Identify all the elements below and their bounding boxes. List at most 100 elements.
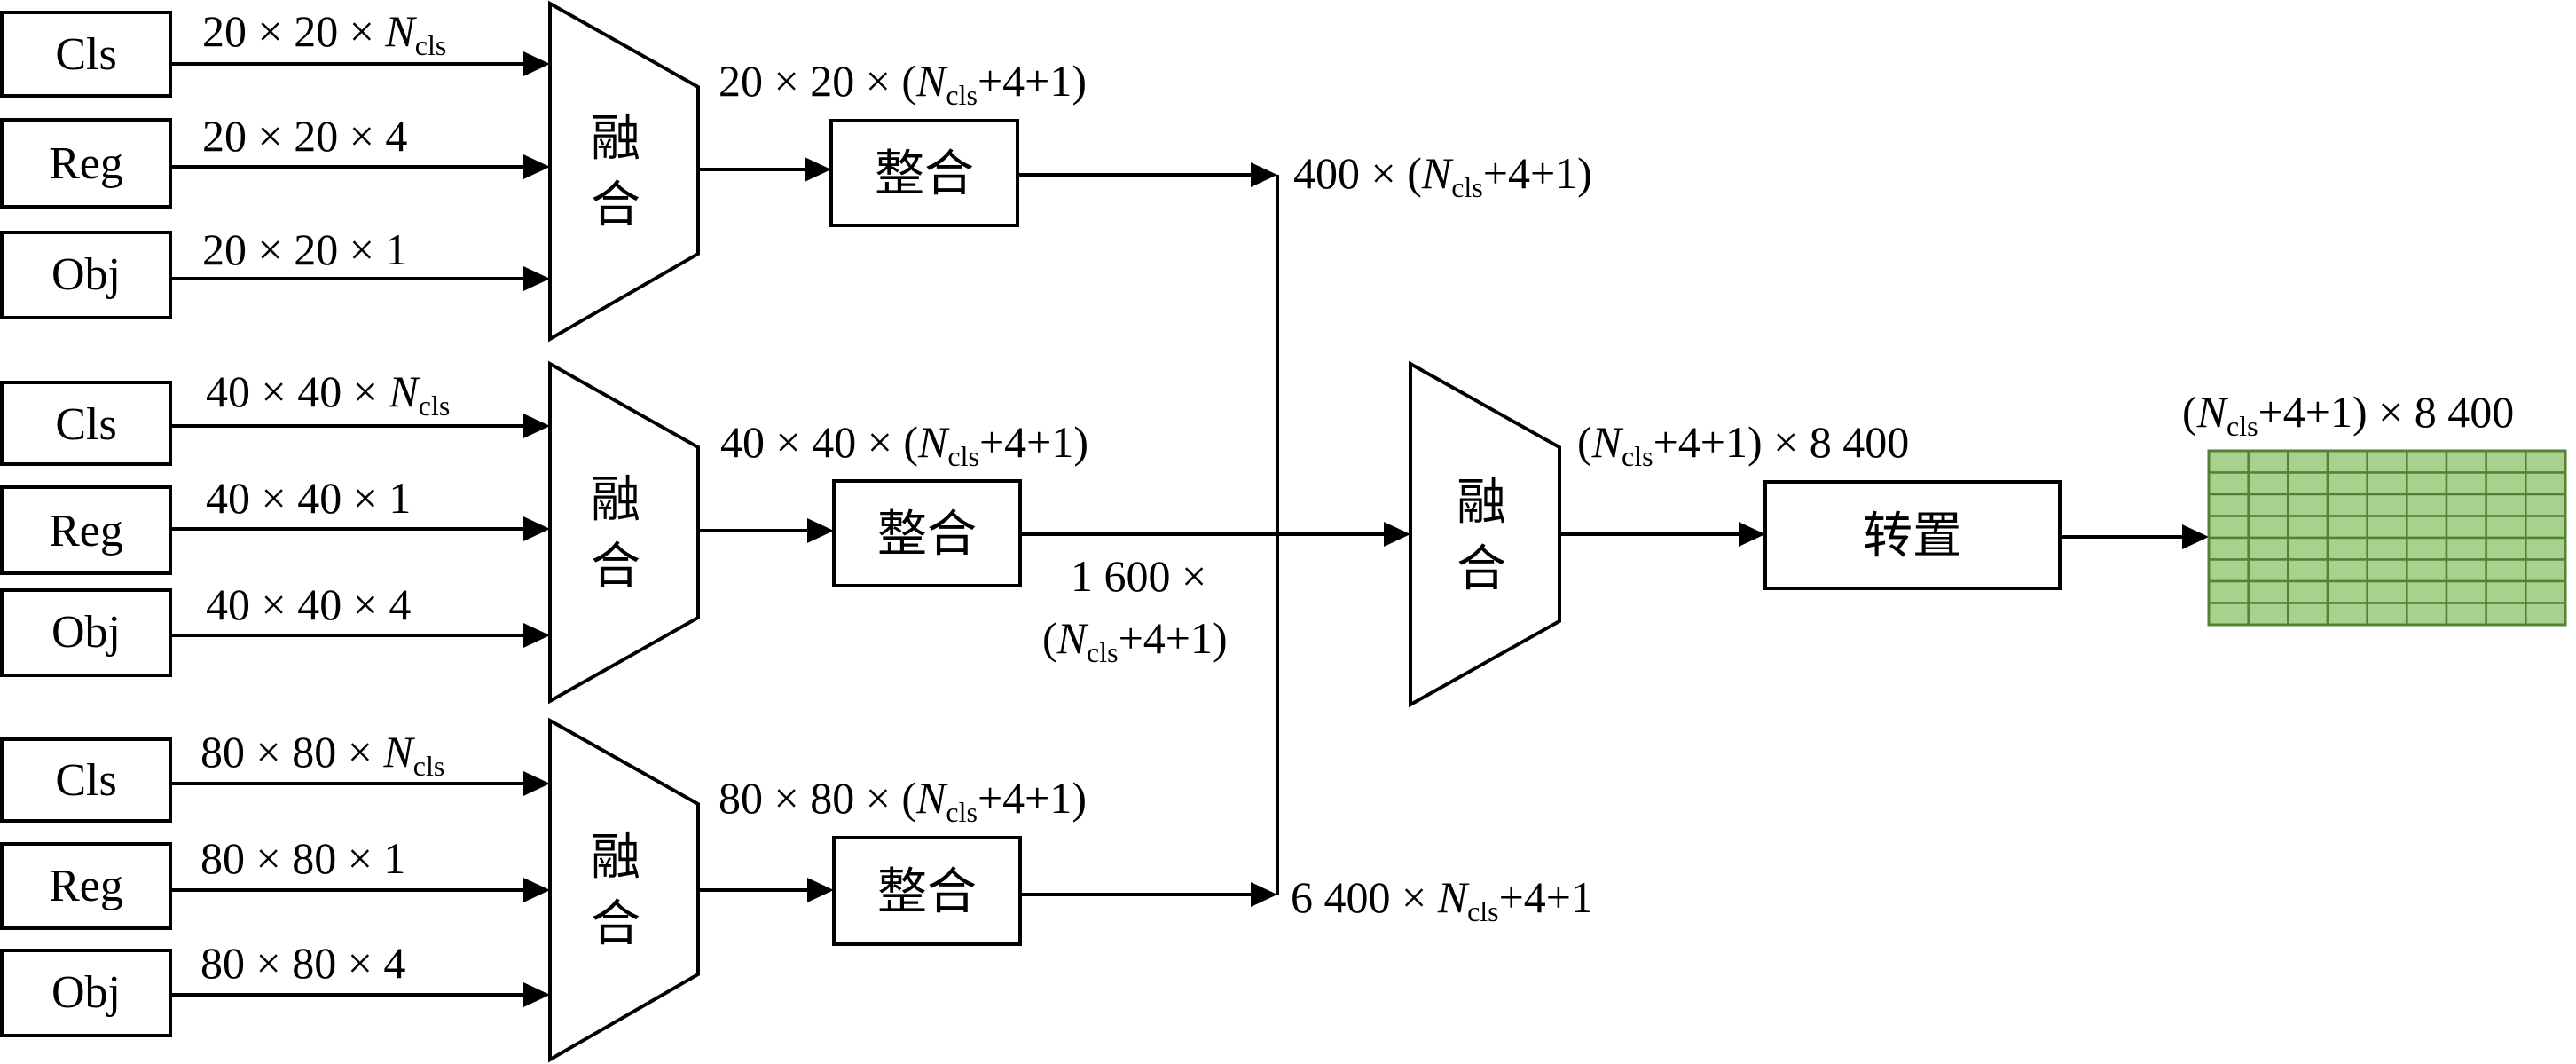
arrowhead [805, 157, 831, 182]
grid-cell [2445, 449, 2487, 474]
reg-label: Reg [49, 861, 123, 911]
grid-cell [2207, 449, 2250, 474]
arrowhead [523, 266, 550, 291]
grid-cell [2525, 493, 2567, 517]
cls-dims: 20 × 20 × Ncls [202, 6, 446, 61]
obj-label: Obj [51, 607, 121, 658]
grid-cell [2366, 558, 2408, 583]
grid-cell [2287, 579, 2329, 604]
grid-cell [2247, 493, 2289, 517]
reg-box [0, 118, 172, 209]
grid-cell [2247, 515, 2289, 540]
merge-out-dims: 6 400 × Ncls+4+1 [1291, 872, 1593, 927]
grid-cell [2485, 558, 2527, 583]
group-80x80: Cls Reg Obj 80 × 80 × Ncls 80 × 80 × 1 8… [0, 717, 1593, 1063]
fuse-char-2: 合 [591, 538, 640, 595]
final-stage: 融 合 (Ncls+4+1) × 8 400 转置 (Ncls+4+1) × 8… [1020, 175, 2567, 895]
grid-cell [2366, 515, 2408, 540]
group-40x40: Cls Reg Obj 40 × 40 × Ncls 40 × 40 × 1 4… [0, 360, 1228, 705]
grid-cell [2326, 579, 2368, 604]
cls-box [0, 737, 172, 823]
grid-cell [2406, 579, 2448, 604]
fuse-out-dims: 20 × 20 × (Ncls+4+1) [719, 56, 1087, 111]
grid-cell [2485, 602, 2527, 627]
fuse-char-2: 合 [591, 177, 640, 234]
cls-label: Cls [55, 755, 116, 806]
merge-box [829, 119, 1019, 227]
arrowhead [523, 623, 550, 648]
grid-cell [2525, 449, 2567, 474]
reg-box [0, 485, 172, 575]
grid-cell [2247, 558, 2289, 583]
grid-cell [2445, 515, 2487, 540]
grid-cell [2445, 471, 2487, 496]
grid-cell [2366, 493, 2408, 517]
fuse-char-1: 融 [1457, 474, 1506, 532]
arrowhead [807, 878, 834, 902]
grid-cell [2406, 602, 2448, 627]
grid-cell [2207, 536, 2250, 561]
grid-cell [2287, 493, 2329, 517]
merge-label: 整合 [877, 863, 977, 921]
grid-cell [2287, 449, 2329, 474]
grid-cell [2366, 579, 2408, 604]
grid-cell [2445, 579, 2487, 604]
fuse-char-1: 融 [591, 471, 640, 529]
arrowhead [1251, 162, 1277, 187]
cls-dims: 80 × 80 × Ncls [200, 727, 444, 782]
merge-box [832, 836, 1022, 946]
reg-dims: 40 × 40 × 1 [206, 473, 411, 523]
grid-cell [2525, 515, 2567, 540]
grid-cell [2525, 558, 2567, 583]
fuse-block [548, 717, 700, 1063]
reg-label: Reg [49, 506, 123, 556]
grid-cell [2207, 602, 2250, 627]
grid-cell [2485, 493, 2527, 517]
obj-label: Obj [51, 249, 121, 300]
cls-box [0, 11, 172, 98]
arrowhead [523, 516, 550, 541]
grid-cell [2485, 449, 2527, 474]
grid-cell [2485, 536, 2527, 561]
arrowhead [807, 518, 834, 543]
fuse-block [548, 360, 700, 705]
arrowhead [523, 982, 550, 1007]
obj-dims: 40 × 40 × 4 [206, 579, 411, 629]
grid-cell [2287, 602, 2329, 627]
grid-cell [2326, 558, 2368, 583]
obj-box [0, 588, 172, 677]
obj-dims: 20 × 20 × 1 [202, 225, 407, 274]
grid-cell [2485, 515, 2527, 540]
grid-cell [2525, 536, 2567, 561]
obj-dims: 80 × 80 × 4 [200, 938, 405, 988]
grid-cell [2366, 602, 2408, 627]
grid-cell [2525, 579, 2567, 604]
grid-cell [2207, 558, 2250, 583]
grid-cell [2485, 579, 2527, 604]
grid-cell [2445, 558, 2487, 583]
arrowhead [523, 771, 550, 796]
output-tensor-grid [2207, 449, 2567, 627]
cls-label: Cls [55, 399, 116, 450]
cls-dims: 40 × 40 × Ncls [206, 366, 450, 422]
merge-out-dims-line2: (Ncls+4+1) [1042, 613, 1228, 668]
grid-cell [2247, 536, 2289, 561]
grid-cell [2207, 493, 2250, 517]
arrowhead [1384, 522, 1410, 547]
grid-cell [2287, 536, 2329, 561]
reg-box [0, 842, 172, 930]
transpose-label: 转置 [1863, 508, 1962, 565]
grid-frame [2207, 449, 2567, 627]
obj-label: Obj [51, 967, 121, 1018]
grid-cell [2207, 515, 2250, 540]
arrowhead [523, 414, 550, 438]
grid-cell [2247, 471, 2289, 496]
grid-cell [2406, 449, 2448, 474]
merge-out-dims: 400 × (Ncls+4+1) [1293, 148, 1592, 203]
grid-cell [2406, 536, 2448, 561]
grid-cell [2247, 579, 2289, 604]
obj-box [0, 231, 172, 319]
grid-cell [2525, 602, 2567, 627]
grid-cell [2326, 471, 2368, 496]
reg-label: Reg [49, 138, 123, 189]
